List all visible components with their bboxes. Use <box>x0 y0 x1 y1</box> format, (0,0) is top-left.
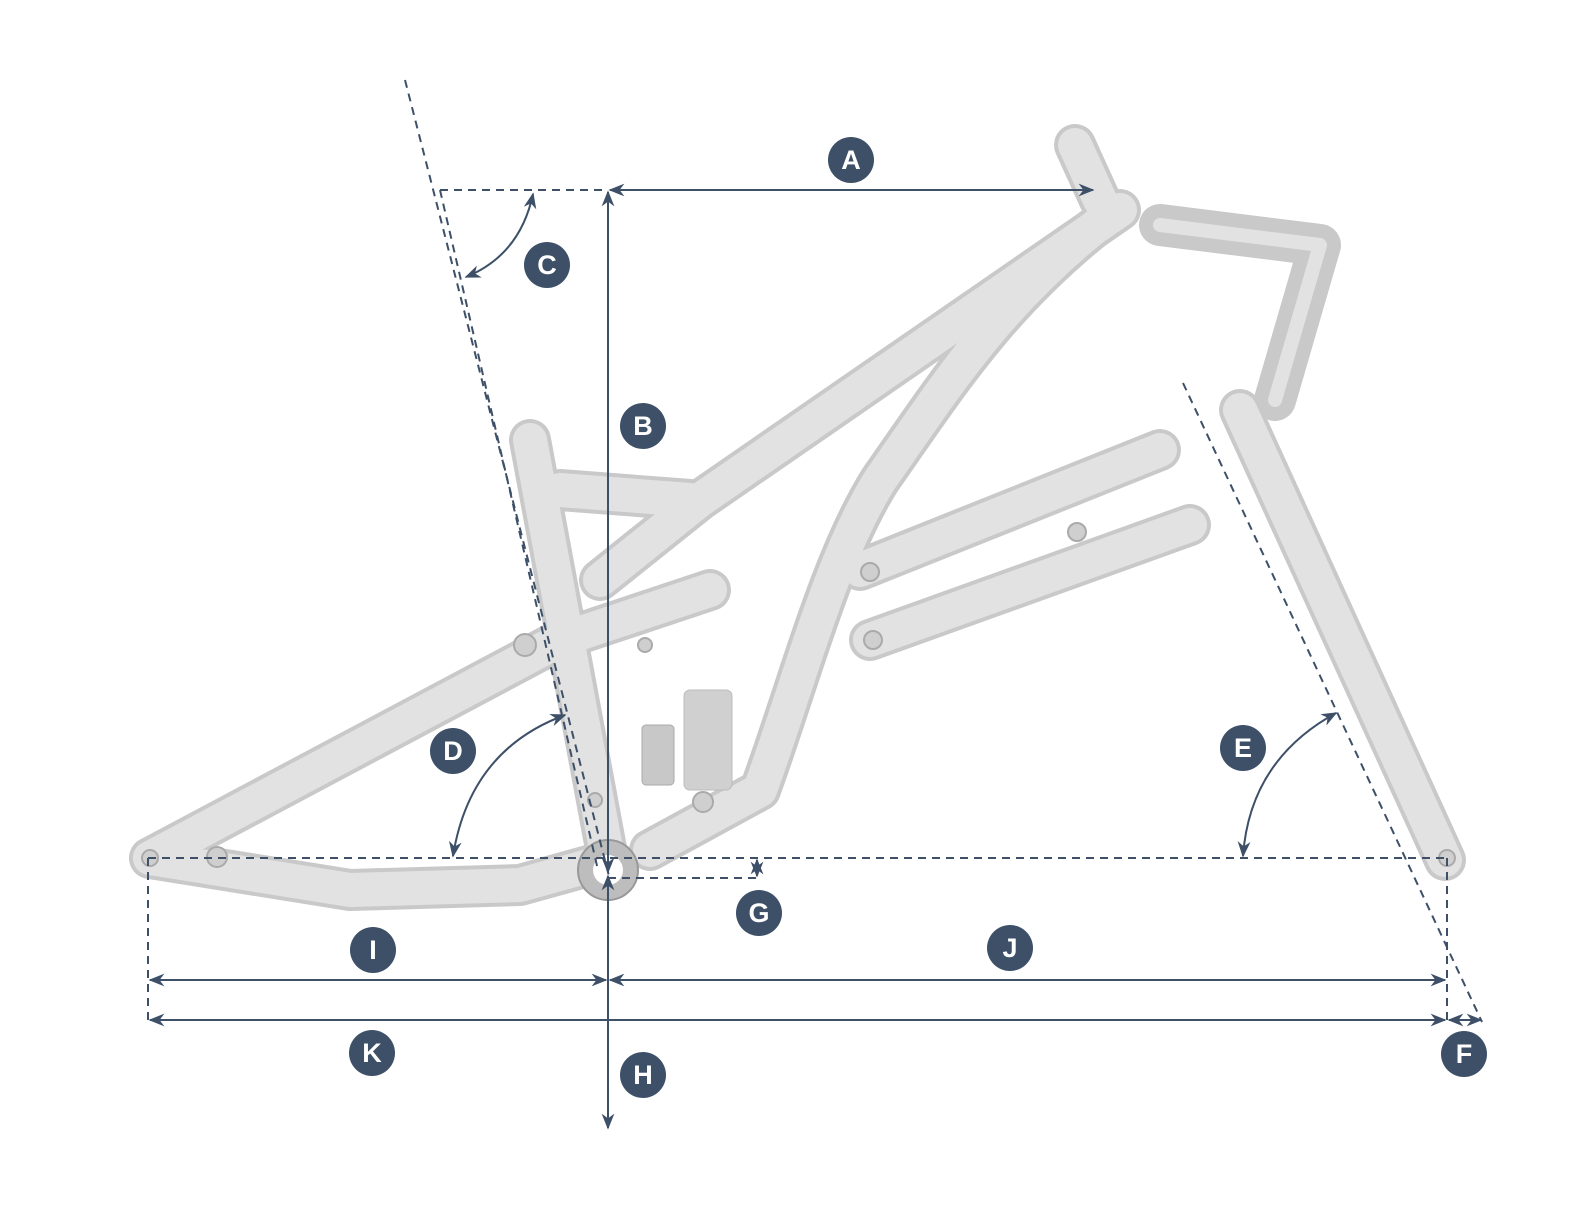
label-b: B <box>620 403 666 449</box>
label-g: G <box>736 890 782 936</box>
label-a: A <box>828 137 874 183</box>
dim-c-arc <box>464 192 537 278</box>
label-c: C <box>524 242 570 288</box>
label-k: K <box>349 1030 395 1076</box>
label-h: H <box>620 1052 666 1098</box>
label-e: E <box>1220 725 1266 771</box>
dimension-lines <box>147 79 1483 1130</box>
dim-e-arc <box>1237 712 1338 858</box>
dim-d-arc <box>448 713 567 858</box>
seat-tube-axis-line-2 <box>439 189 599 871</box>
label-f: F <box>1441 1031 1487 1077</box>
label-i: I <box>350 927 396 973</box>
bike-frame <box>129 124 1466 911</box>
label-j: J <box>987 925 1033 971</box>
label-d: D <box>430 728 476 774</box>
fork-axis-line <box>1182 382 1483 1023</box>
